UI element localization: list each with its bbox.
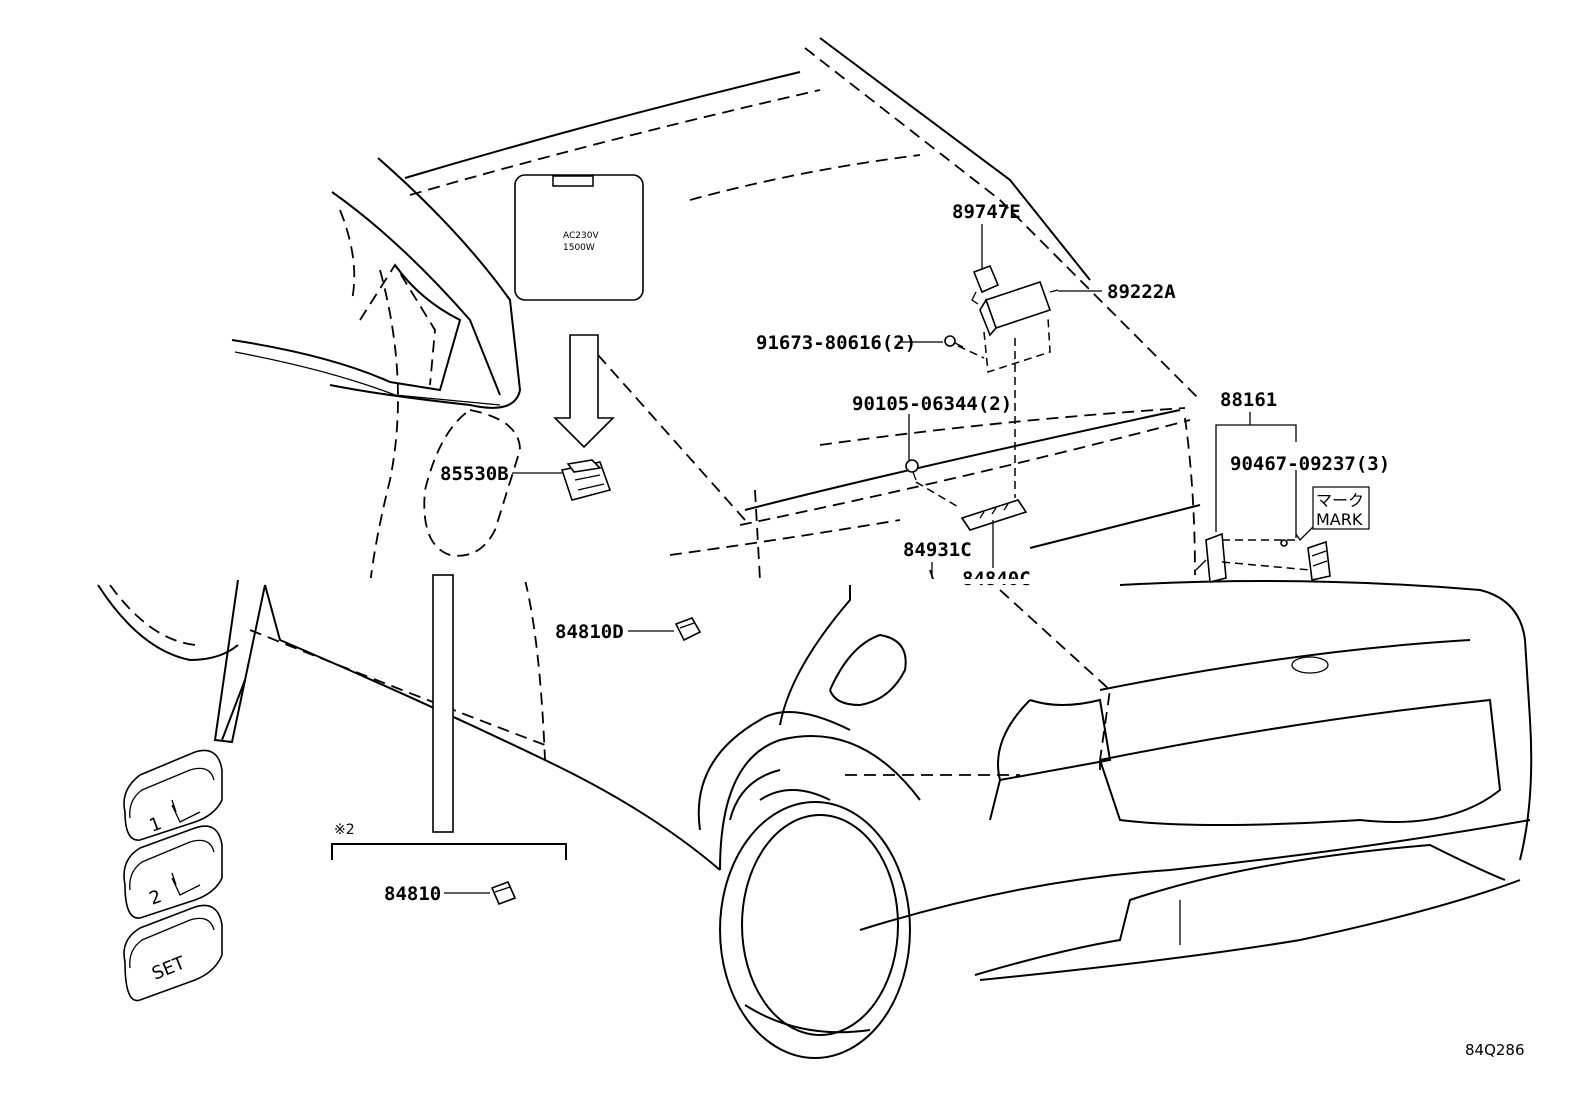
part-84840C (960, 499, 1028, 531)
callout-90105-06344: 90105-06344(2) (852, 393, 1012, 415)
seat-memory-switch: 1 2 SET (123, 579, 266, 1002)
callout-91673-80616: 91673-80616(2) (756, 332, 916, 354)
callout-84810D: 84810D (555, 621, 624, 643)
seat-2-icon (171, 872, 201, 896)
outlet-power-label: 1500W (563, 243, 595, 253)
part-90105 (905, 459, 919, 481)
mark-box: マーク MARK (1312, 486, 1370, 530)
vehicle-body-lower (97, 569, 1533, 1059)
vehicle-body-upper (90, 37, 1280, 761)
part-89222A (979, 280, 1059, 337)
callout-88161: 88161 (1220, 389, 1277, 411)
part-88161 (1195, 532, 1331, 584)
leader-lines (444, 224, 1314, 894)
mark-en-label: MARK (1316, 510, 1363, 529)
part-91673 (944, 335, 964, 348)
down-arrow-icon (553, 334, 615, 449)
callouts: 89747E 89222A 91673-80616(2) 90105-06344… (384, 201, 1390, 905)
outlet-voltage-label: AC230V (563, 231, 599, 241)
part-84810 (490, 880, 517, 906)
seat-1-icon (171, 799, 201, 823)
callout-84931C: 84931C (903, 539, 972, 561)
part-85530B (560, 459, 612, 501)
rail-and-bracket: ※2 (331, 574, 567, 860)
callout-89747E: 89747E (952, 201, 1021, 223)
note-symbol: ※2 (334, 822, 355, 838)
callout-85530B: 85530B (440, 463, 509, 485)
outlet-cover-detail: AC230V 1500W (514, 174, 746, 521)
callout-89222A: 89222A (1107, 281, 1176, 303)
callout-84810: 84810 (384, 883, 441, 905)
part-89747E (971, 264, 1000, 305)
diagram-code: 84Q286 (1465, 1041, 1525, 1059)
part-84810D (674, 617, 702, 642)
mark-jp-label: マーク (1316, 491, 1364, 510)
callout-90467-09237: 90467-09237(3) (1230, 453, 1390, 475)
